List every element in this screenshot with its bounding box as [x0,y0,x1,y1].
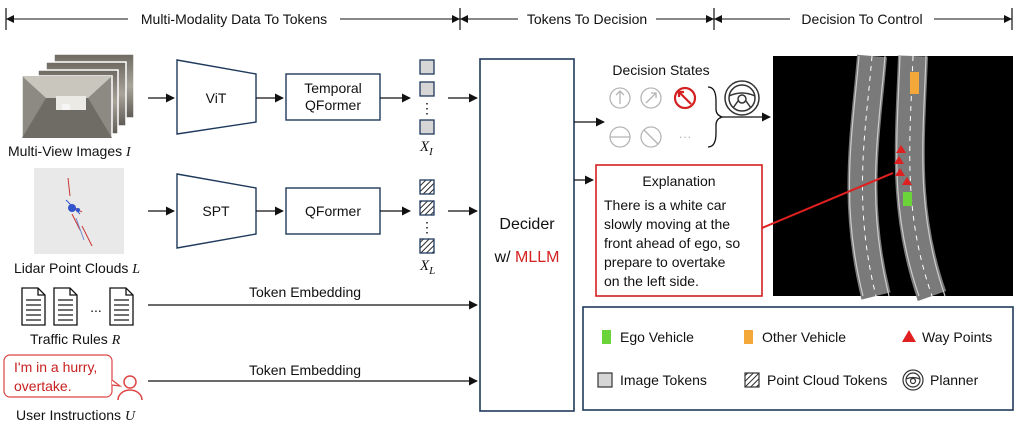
point-cloud-token [419,179,435,195]
legend-box [582,306,1014,411]
lidar-label: Lidar Point Clouds [14,260,128,276]
waypoint [894,156,904,164]
svg-text:User Instructions U: User Instructions U [16,407,136,424]
qformer-box [285,187,381,235]
pc-token-dots: ⋮ [420,219,434,235]
token-embedding-label-1: Token Embedding [249,284,361,300]
rules-symbol: R [111,333,121,348]
document-icon [53,287,78,326]
waypoint [902,177,912,185]
ego-vehicle [903,192,912,206]
decider-label: Decider [499,216,555,233]
explanation-line: There is a white car [604,197,726,213]
decider-mllm: w/ MLLM [494,249,560,266]
pc-token-legend-swatch [744,372,760,388]
right-turn-icon [640,87,662,109]
user-icon [117,375,143,401]
vit-encoder [176,59,257,135]
explanation-line: slowly moving at the [604,216,730,232]
legend-other: Other Vehicle [762,329,846,345]
decision-states-title: Decision States [612,62,709,78]
stage-1-label: Multi-Modality Data To Tokens [141,11,327,27]
legend-pc-tokens: Point Cloud Tokens [767,372,887,388]
explanation-title: Explanation [642,173,715,189]
steering-wheel-icon [724,80,760,116]
overtake-left-icon [673,86,697,110]
other-vehicle [910,72,919,94]
waypoint [895,168,905,176]
road-scene [773,54,1013,301]
images-symbol: I [125,145,132,160]
explanation-box [595,164,763,297]
legend-waypoints: Way Points [922,329,992,345]
document-icon [109,287,134,326]
point-cloud-token [419,238,435,254]
document-icon [21,287,46,326]
explanation-connector [761,172,894,229]
stage-2-label: Tokens To Decision [527,11,647,27]
speech-bubble: I'm in a hurry, overtake. [3,354,123,398]
token-embedding-label-2: Token Embedding [249,362,361,378]
stop-state-icon [640,126,662,148]
other-legend-swatch [744,330,753,344]
explanation-line: front ahead of ego, so [604,235,740,251]
svg-text:Traffic Rules R: Traffic Rules R [30,331,121,348]
legend-image-tokens: Image Tokens [620,372,707,388]
blank-state-icon [609,126,631,148]
legend-planner: Planner [930,372,979,388]
svg-text:Lidar Point Clouds L: Lidar Point Clouds L [14,260,140,277]
explanation-line: prepare to overtake [604,254,726,270]
ego-legend-swatch [602,330,611,344]
temporal-qformer-line1: Temporal [304,80,362,96]
waypoint [896,145,906,153]
svg-text:Multi-View Images I: Multi-View Images I [8,143,132,160]
stage-3-label: Decision To Control [801,11,922,27]
point-cloud-token [419,200,435,216]
decider-box [479,58,575,412]
rules-ellipsis: ... [90,299,102,315]
image-token-legend-swatch [597,372,613,388]
multi-view-images [21,53,135,139]
speech-line-1: I'm in a hurry, [14,359,97,375]
qformer-label: QFormer [305,203,361,219]
straight-arrow-icon [609,87,631,109]
xi-label: XI [419,139,434,158]
user-label: User Instructions [16,407,121,423]
speech-line-2: overtake. [14,378,72,394]
image-token [419,119,435,135]
image-token [419,59,435,75]
legend-ego: Ego Vehicle [620,329,694,345]
stage-header: Multi-Modality Data To Tokens Tokens To … [5,8,1013,30]
planner-legend-icon [902,369,924,391]
temporal-qformer-line2: QFormer [305,97,361,113]
lidar-image [34,168,124,254]
temporal-qformer-box [285,73,381,121]
spt-label: SPT [202,203,230,219]
decision-more: ··· [679,129,692,144]
waypoint-legend-icon [902,330,916,342]
explanation-line: on the left side. [604,273,699,289]
decision-brace [707,86,725,148]
rules-label: Traffic Rules [30,331,108,347]
image-token-dots: ⋮ [420,100,434,116]
images-label: Multi-View Images [8,143,122,159]
image-token [419,81,435,97]
user-symbol: U [125,409,136,424]
lidar-symbol: L [131,262,140,277]
xl-label: XL [419,258,435,277]
spt-encoder [176,173,257,249]
vit-label: ViT [206,90,227,106]
